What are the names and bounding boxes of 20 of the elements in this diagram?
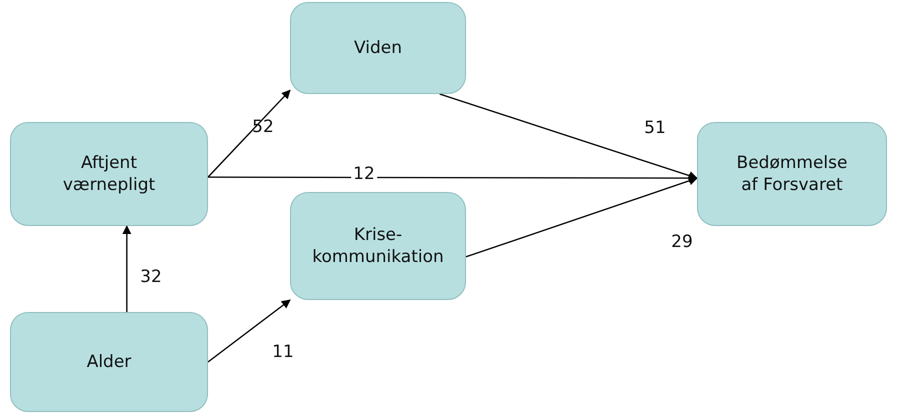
edge-label: 29 <box>670 232 694 252</box>
arrow <box>122 225 132 312</box>
edge-label: 32 <box>139 267 163 287</box>
arrow <box>208 90 291 178</box>
process-box <box>10 122 208 226</box>
arrow <box>208 299 291 363</box>
process-box <box>290 192 466 300</box>
edge-label: 51 <box>643 118 667 138</box>
node-label: Bedømmelse af Forsvaret <box>736 152 848 196</box>
process-box <box>697 122 887 226</box>
node-label: Viden <box>354 36 402 60</box>
edge-label: 52 <box>251 117 275 137</box>
node-label: Aftjent værnepligt <box>62 152 156 196</box>
process-box <box>10 312 208 412</box>
process-box <box>290 2 466 94</box>
edge-label: 11 <box>271 342 295 362</box>
node-label: Alder <box>86 350 132 374</box>
node-label: Krise- kommunikation <box>311 224 445 268</box>
arrow <box>466 176 698 258</box>
arrow <box>439 93 698 180</box>
